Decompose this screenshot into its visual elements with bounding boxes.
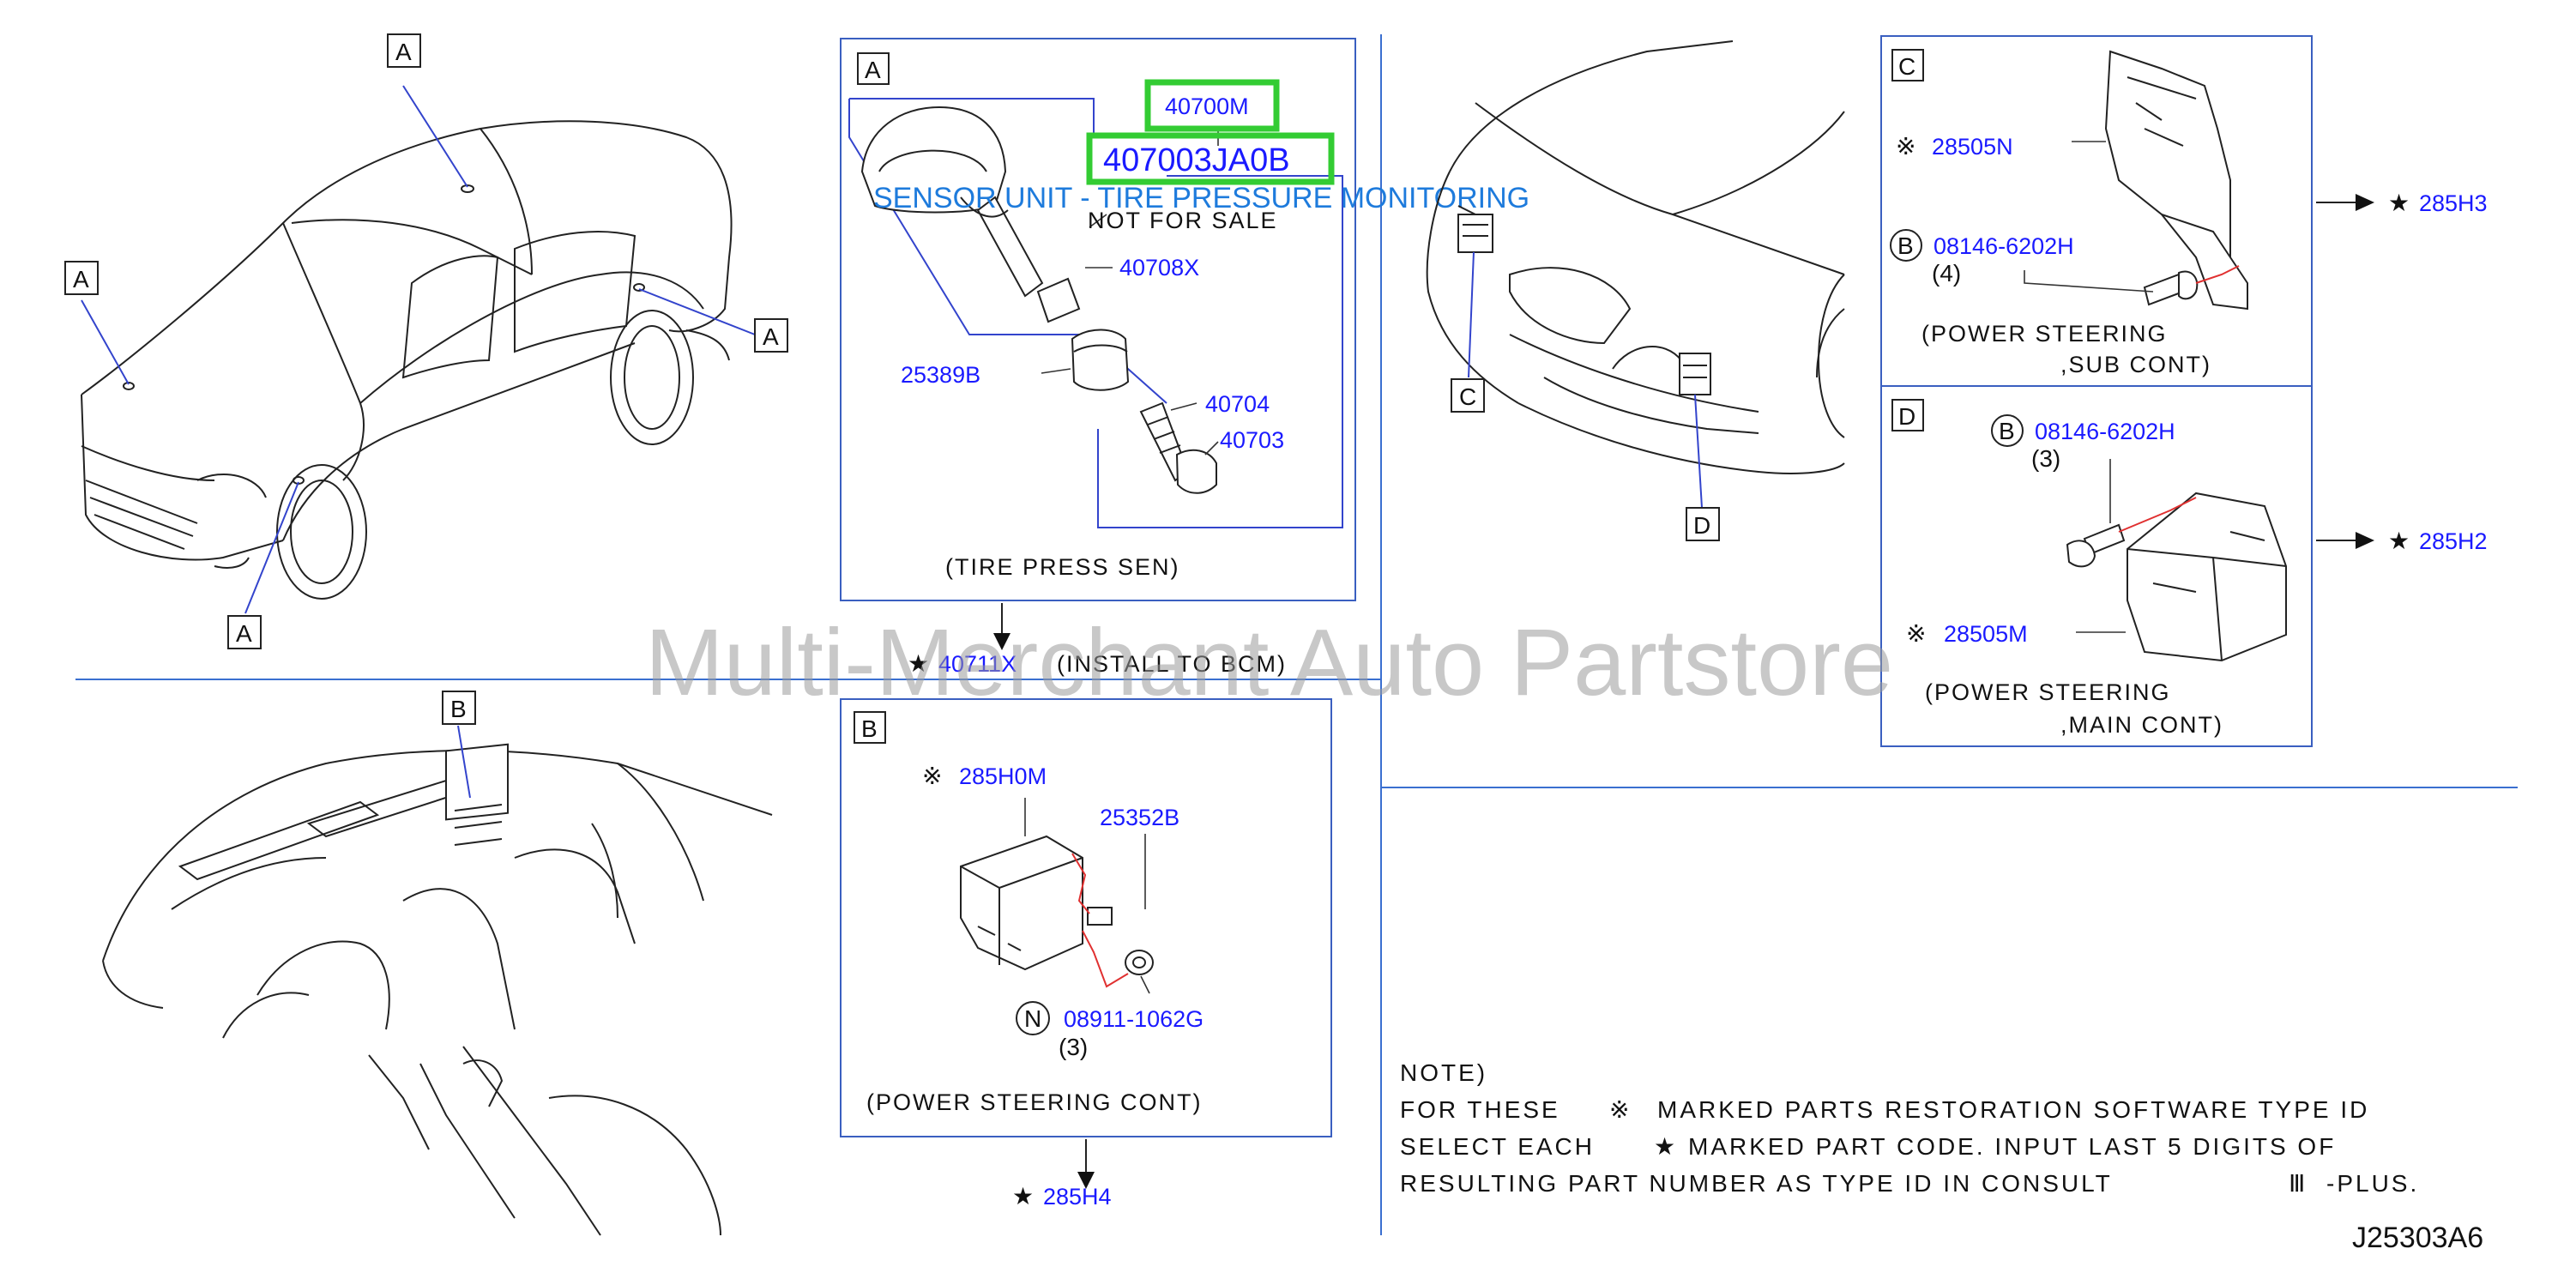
part-40708x[interactable]: 40708X	[1119, 255, 1199, 281]
panel-c-out-arrow: ★ 285H3	[2316, 190, 2488, 216]
part-08146-6202h-c[interactable]: 08146-6202H	[1934, 233, 2074, 259]
part-285h4[interactable]: 285H4	[1043, 1184, 1112, 1210]
highlight-part-number[interactable]: 407003JA0B	[1103, 142, 1290, 178]
tire-sensor-part	[860, 106, 1044, 298]
bolt-qty-3: (3)	[1059, 1034, 1088, 1060]
panel-d-star-symbol: ★	[2388, 528, 2410, 554]
panel-c-caption-line1: (POWER STEERING	[1921, 321, 2168, 347]
panel-d-caption-line2: ,MAIN CONT)	[2060, 712, 2223, 738]
part-40704[interactable]: 40704	[1205, 391, 1270, 417]
install-star-symbol: ★	[908, 650, 929, 677]
sub-cont-bolt-part	[2143, 270, 2199, 306]
grommet-part	[1071, 329, 1130, 391]
panel-d-asterisk-symbol: ※	[1906, 620, 1926, 647]
car-exterior-illustration	[81, 120, 733, 600]
panel-c-box-label: C	[1898, 53, 1915, 80]
highlight-box-part-number	[1086, 132, 1335, 185]
nut-part	[1125, 950, 1154, 975]
install-note: (INSTALL TO BCM)	[1057, 651, 1287, 677]
main-cont-unit-part	[2127, 492, 2287, 662]
note-line1-b: MARKED PARTS RESTORATION SOFTWARE TYPE I…	[1657, 1096, 2369, 1123]
watermark: Multi-Merchant Auto Partstore	[645, 610, 1893, 715]
callout-a-roof: A	[395, 39, 412, 65]
part-08911-1062g[interactable]: 08911-1062G	[1064, 1006, 1204, 1032]
panel-d-caption-line1: (POWER STEERING	[1925, 679, 2171, 705]
valve-cap-part	[1036, 277, 1081, 323]
panel-b-caption: (POWER STEERING CONT)	[866, 1089, 1203, 1115]
callout-c-front: C	[1459, 383, 1476, 410]
panel-a-tire-pressure-sensor: A	[840, 38, 1529, 601]
dashboard-callout: B	[442, 691, 476, 799]
panel-d-box-label: D	[1898, 403, 1915, 430]
panel-c-asterisk-symbol: ※	[1896, 133, 1915, 160]
panel-a-install-arrow: ★ 40711X (INSTALL TO BCM)	[908, 603, 1287, 677]
highlight-part-40700m[interactable]: 40700M	[1165, 94, 1249, 119]
part-40703[interactable]: 40703	[1220, 427, 1284, 453]
dashboard-illustration	[102, 743, 773, 1236]
part-285h2[interactable]: 285H2	[2419, 528, 2488, 554]
callout-a-hood: A	[73, 266, 89, 293]
panel-c-bolt-symbol-b: B	[1897, 232, 1914, 259]
panel-b-star-symbol: ★	[1012, 1183, 1034, 1210]
bolt-symbol-n: N	[1024, 1005, 1041, 1032]
panel-b-asterisk-symbol: ※	[922, 763, 942, 789]
part-25389b[interactable]: 25389B	[901, 362, 980, 388]
note-title: NOTE)	[1400, 1059, 1487, 1086]
panel-d-out-arrow: ★ 285H2	[2316, 528, 2488, 554]
callout-b-dashboard: B	[450, 696, 467, 722]
part-285h3[interactable]: 285H3	[2419, 190, 2488, 216]
section-dividers	[75, 34, 2518, 1235]
power-steering-cont-part	[960, 835, 1113, 971]
diagram-code: J25303A6	[2352, 1222, 2483, 1254]
part-285h0m[interactable]: 285H0M	[959, 763, 1047, 789]
panel-c-bolt-qty: (4)	[1932, 260, 1961, 287]
highlight-box-40700m	[1144, 79, 1280, 132]
note-line3-a: RESULTING PART NUMBER AS TYPE ID IN CONS…	[1400, 1170, 2113, 1197]
valve-nut-part	[1175, 449, 1217, 494]
car-exterior-callouts: A A A A	[64, 33, 788, 649]
note-line2-b: MARKED PART CODE. INPUT LAST 5 DIGITS OF	[1688, 1133, 2336, 1160]
note-line2-a: SELECT EACH	[1400, 1133, 1595, 1160]
main-cont-bolt-part	[2066, 523, 2126, 568]
note-star-symbol: ★	[1654, 1133, 1678, 1160]
note-line1-a: FOR THESE	[1400, 1096, 1560, 1123]
part-28505m[interactable]: 28505M	[1944, 621, 2028, 647]
panel-c-star-symbol: ★	[2388, 190, 2410, 216]
panel-a-caption: (TIRE PRESS SEN)	[945, 554, 1180, 580]
note-line3-b: -PLUS.	[2326, 1170, 2419, 1197]
panel-d-power-steering-main-cont: D B 08146-6202H (3) ※ 28505M (POWER STEE…	[1880, 385, 2313, 747]
not-for-sale-label: NOT FOR SALE	[1088, 208, 1278, 233]
front-car-callouts: C D	[1451, 251, 1720, 541]
callout-a-front-wheel: A	[236, 620, 252, 647]
note-block: NOTE) FOR THESE ※ MARKED PARTS RESTORATI…	[1400, 1059, 2419, 1197]
sub-cont-bracket-part	[2104, 50, 2248, 311]
panel-d-bolt-symbol-b: B	[1999, 418, 2015, 444]
callout-a-rear-wheel: A	[763, 323, 779, 350]
panel-c-power-steering-sub-cont: C ※ 28505N B 08146-6202H (4) (POWER STEE…	[1880, 35, 2313, 387]
part-25352b[interactable]: 25352B	[1100, 805, 1179, 830]
part-40711x[interactable]: 40711X	[938, 651, 1017, 677]
panel-d-bolt-qty: (3)	[2031, 445, 2060, 472]
panel-a-box-label: A	[865, 57, 881, 83]
part-description: SENSOR UNIT - TIRE PRESSURE MONITORING	[873, 182, 1529, 214]
part-08146-6202h-d[interactable]: 08146-6202H	[2035, 419, 2175, 444]
callout-d-front: D	[1693, 512, 1710, 539]
panel-b-out-arrow: ★ 285H4	[1012, 1139, 1112, 1210]
front-car-illustration	[1426, 40, 1845, 474]
panel-c-caption-line2: ,SUB CONT)	[2060, 352, 2211, 377]
panel-b-box-label: B	[861, 715, 878, 742]
note-asterisk-symbol: ※	[1609, 1096, 1632, 1123]
part-28505n[interactable]: 28505N	[1932, 134, 2013, 160]
panel-b-power-steering-cont: B ※ 285H0M 25352B N 08911-1062G (3) (POW…	[840, 698, 1332, 1137]
note-roman-numeral: Ⅲ	[2289, 1170, 2308, 1197]
